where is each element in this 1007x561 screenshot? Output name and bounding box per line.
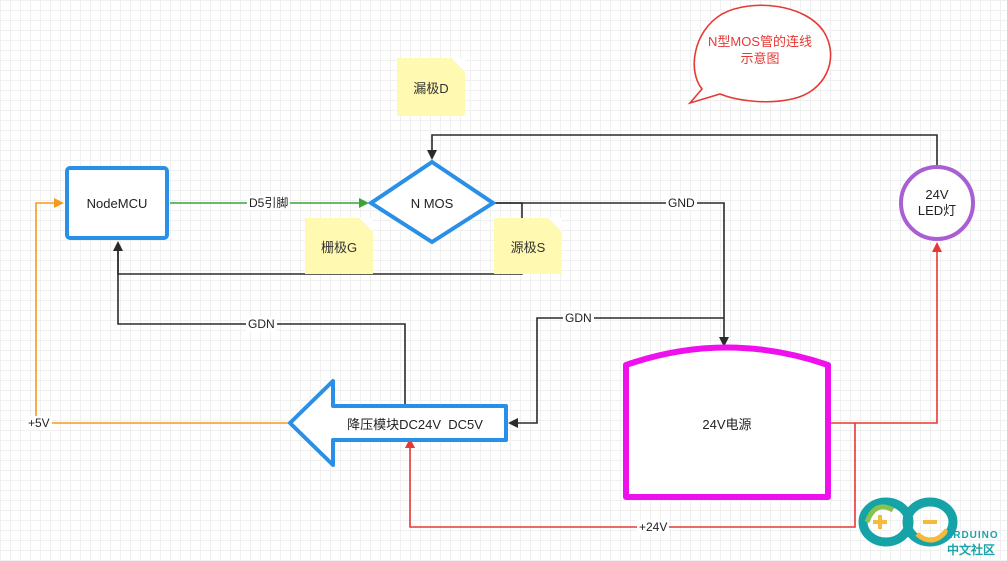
logo-cn: 中文社区 <box>947 543 996 557</box>
callout-line2: 示意图 <box>740 51 780 66</box>
nodemcu-box[interactable] <box>65 166 169 240</box>
led-circle[interactable] <box>899 165 975 241</box>
edge-label-d5: D5引脚 <box>247 196 291 210</box>
note-source: 源极S <box>494 218 562 274</box>
edge-5v <box>35 198 289 424</box>
edge-power-to-led <box>830 242 942 424</box>
edge-label-5v: +5V <box>26 416 52 430</box>
edge-24v <box>405 423 856 528</box>
edge-label-gnd: GND <box>666 196 697 210</box>
callout-line1: N型MOS管的连线 <box>707 34 812 49</box>
edge-gnd <box>494 202 729 347</box>
edge-label-gdn-right: GDN <box>563 311 594 325</box>
edge-label-24v: +24V <box>637 520 670 534</box>
logo-word: ARDUINO <box>945 530 999 541</box>
led-label-line2: LED灯 <box>917 203 957 218</box>
power-label: 24V电源 <box>702 416 752 432</box>
led-label-line1: 24V <box>925 187 949 202</box>
arduino-logo <box>858 497 958 547</box>
buck-arrow-shape[interactable] <box>288 379 508 467</box>
led-label: 24V LED灯 <box>905 183 969 223</box>
nmos-diamond[interactable] <box>367 159 497 245</box>
callout-bubble <box>687 4 832 105</box>
nodemcu-label: NodeMCU <box>86 195 148 211</box>
note-drain: 漏极D <box>397 58 465 116</box>
power-shape[interactable] <box>623 344 831 500</box>
edge-led-to-mos <box>427 134 938 165</box>
edge-gdn-right <box>508 317 724 428</box>
edge-label-gdn-left: GDN <box>246 317 277 331</box>
buck-label: 降压模块DC24V DC5V <box>347 416 483 432</box>
note-gate: 栅极G <box>305 218 373 274</box>
callout-text: N型MOS管的连线 示意图 <box>698 30 822 70</box>
nmos-label: N MOS <box>410 195 454 211</box>
